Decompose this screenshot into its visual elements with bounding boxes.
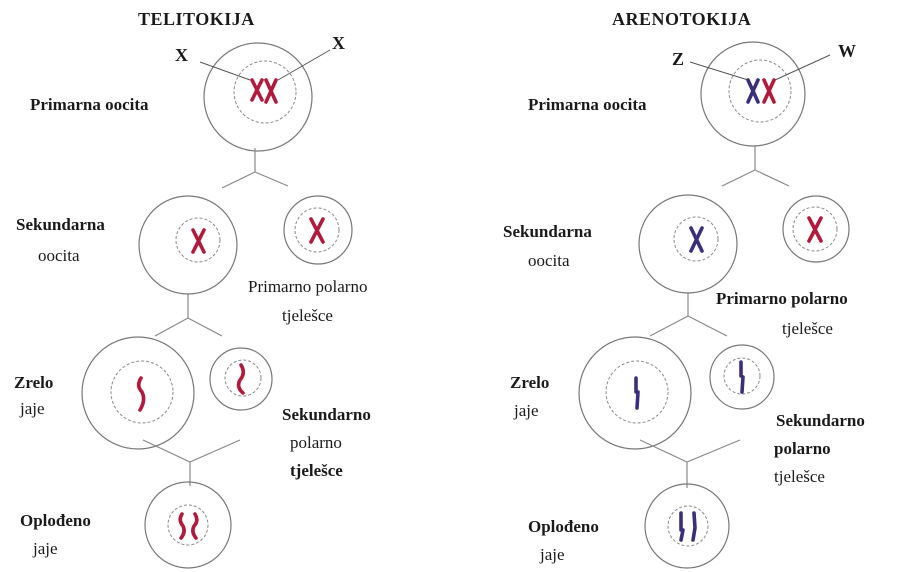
right-primary-oocyte-label: Primarna oocita	[528, 95, 647, 114]
left-second-polar-body-cell	[209, 347, 273, 411]
right-chromosome-label-b: W	[838, 41, 856, 61]
left-fertilized-egg-label-1: Oplođeno	[20, 511, 91, 530]
right-title: ARENOTOKIJA	[612, 9, 752, 29]
right-secondary-oocyte-cell	[638, 194, 738, 294]
left-first-polar-label-1: Primarno polarno	[248, 277, 368, 296]
right-secondary-oocyte-label-1: Sekundarna	[503, 222, 592, 241]
left-mature-egg-label-1: Zrelo	[14, 373, 54, 392]
arenotokija-panel	[578, 41, 850, 569]
left-chr-a-pointer	[199, 61, 251, 81]
right-second-polar-body-cell	[709, 344, 775, 410]
right-first-polar-body-cell	[782, 195, 850, 263]
right-chr-b-pointer	[774, 54, 831, 81]
right-first-polar-label-1: Primarno polarno	[716, 289, 848, 308]
right-connector-2	[649, 293, 728, 337]
left-chr-b-pointer	[277, 49, 331, 81]
right-secondary-oocyte-label-2: oocita	[528, 251, 570, 270]
left-primary-oocyte-cell	[203, 42, 313, 152]
right-mature-egg-label-2: jaje	[514, 401, 539, 420]
left-title: TELITOKIJA	[138, 9, 255, 29]
left-primary-chromosomes	[250, 78, 278, 104]
right-second-polar-label-1: Sekundarno	[776, 411, 865, 430]
telitokija-panel	[81, 42, 353, 569]
left-fertilized-egg-cell	[144, 481, 232, 569]
left-second-polar-label-1: Sekundarno	[282, 405, 371, 424]
left-chromosome-label-a: X	[175, 45, 188, 65]
right-connector-1	[721, 146, 790, 187]
left-mature-egg-label-2: jaje	[20, 399, 45, 418]
right-primary-chromosomes	[746, 78, 776, 104]
left-second-polar-label-2: polarno	[290, 433, 342, 452]
right-fertilized-egg-label-2: jaje	[540, 545, 565, 564]
right-mature-egg-label-1: Zrelo	[510, 373, 550, 392]
right-primary-oocyte-cell	[700, 41, 806, 147]
left-secondary-oocyte-label-1: Sekundarna	[16, 215, 105, 234]
left-fertilized-egg-label-2: jaje	[33, 539, 58, 558]
left-first-polar-label-2: tjelešce	[282, 306, 333, 325]
right-mature-egg-cell	[578, 336, 692, 450]
left-second-polar-label-3: tjelešce	[290, 461, 343, 480]
left-secondary-oocyte-cell	[138, 195, 238, 295]
left-secondary-oocyte-label-2: oocita	[38, 246, 80, 265]
left-chromosome-label-b: X	[332, 33, 345, 53]
right-first-polar-label-2: tjelešce	[782, 319, 833, 338]
right-fertilized-egg-cell	[644, 483, 730, 569]
left-connector-2	[154, 294, 223, 337]
left-mature-egg-cell	[81, 336, 195, 450]
left-connector-3	[142, 439, 241, 486]
left-first-polar-body-cell	[283, 195, 353, 265]
right-fertilized-egg-label-1: Oplođeno	[528, 517, 599, 536]
right-chromosome-label-a: Z	[672, 49, 685, 69]
left-primary-oocyte-label: Primarna oocita	[30, 95, 149, 114]
right-second-polar-label-3: tjelešce	[774, 467, 825, 486]
right-connector-3	[639, 439, 741, 488]
right-second-polar-label-2: polarno	[774, 439, 831, 458]
left-connector-1	[221, 148, 289, 189]
right-chr-a-pointer	[689, 61, 749, 81]
